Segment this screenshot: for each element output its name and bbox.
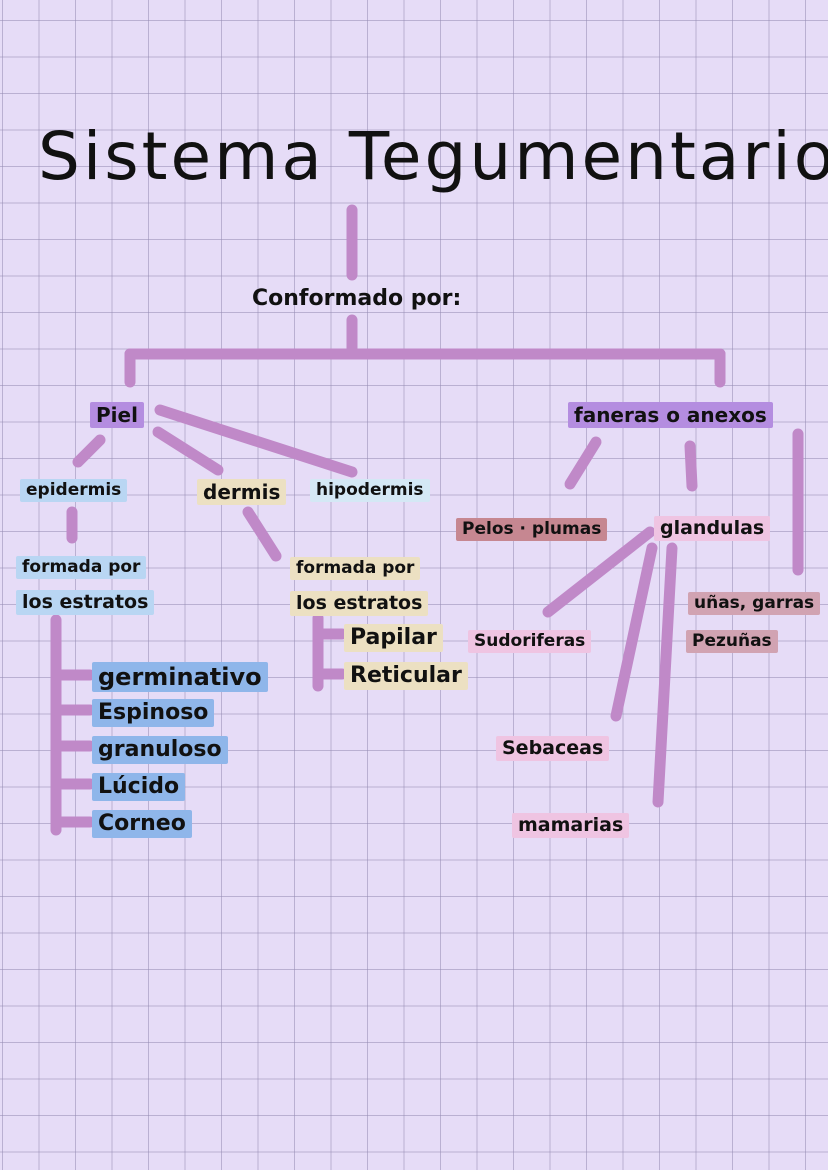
estrato-papilar: Papilar (344, 624, 443, 652)
node-pezunas: Pezuñas (686, 630, 778, 653)
estrato-granuloso: granuloso (92, 736, 228, 764)
connector-glandulas-mamarias (652, 542, 678, 808)
node-unas-garras: uñas, garras (688, 592, 821, 615)
node-pelos-plumas: Pelos · plumas (456, 518, 608, 541)
epidermis-formada-por: formada por (16, 556, 147, 579)
estrato-lucido: Lúcido (92, 773, 186, 801)
connector-glandulas-sebaceas (610, 542, 658, 722)
dermis-formada-por: formada por (290, 557, 421, 580)
dermis-los-estratos: los estratos (290, 591, 429, 616)
connector-faneras-pelos (564, 436, 602, 490)
node-piel: Piel (90, 402, 144, 428)
connector-piel-dermis (152, 426, 224, 476)
node-dermis: dermis (197, 479, 287, 505)
glandula-mamarias: mamarias (512, 813, 630, 838)
node-faneras-o-anexos: faneras o anexos (568, 402, 773, 428)
node-hipodermis: hipodermis (310, 479, 430, 502)
connector-dermis-formada (242, 506, 282, 562)
subtitle-conformado-por: Conformado por: (252, 286, 462, 311)
connector-glandulas-sudoriferas (542, 526, 656, 618)
estrato-germinativo: germinativo (92, 662, 268, 692)
node-glandulas: glandulas (654, 516, 771, 541)
estrato-reticular: Reticular (344, 662, 468, 690)
glandula-sebaceas: Sebaceas (496, 736, 610, 761)
epidermis-los-estratos: los estratos (16, 590, 155, 615)
estrato-espinoso: Espinoso (92, 699, 215, 727)
page-title: Sistema Tegumentario (38, 118, 828, 195)
node-epidermis: epidermis (20, 479, 128, 502)
connector-piel-epidermis (72, 434, 106, 468)
estrato-corneo: Corneo (92, 810, 192, 838)
connector-piel-hipodermis (154, 404, 358, 478)
connector-faneras-glandulas (684, 440, 698, 492)
glandula-sudoriferas: Sudoriferas (468, 630, 592, 653)
